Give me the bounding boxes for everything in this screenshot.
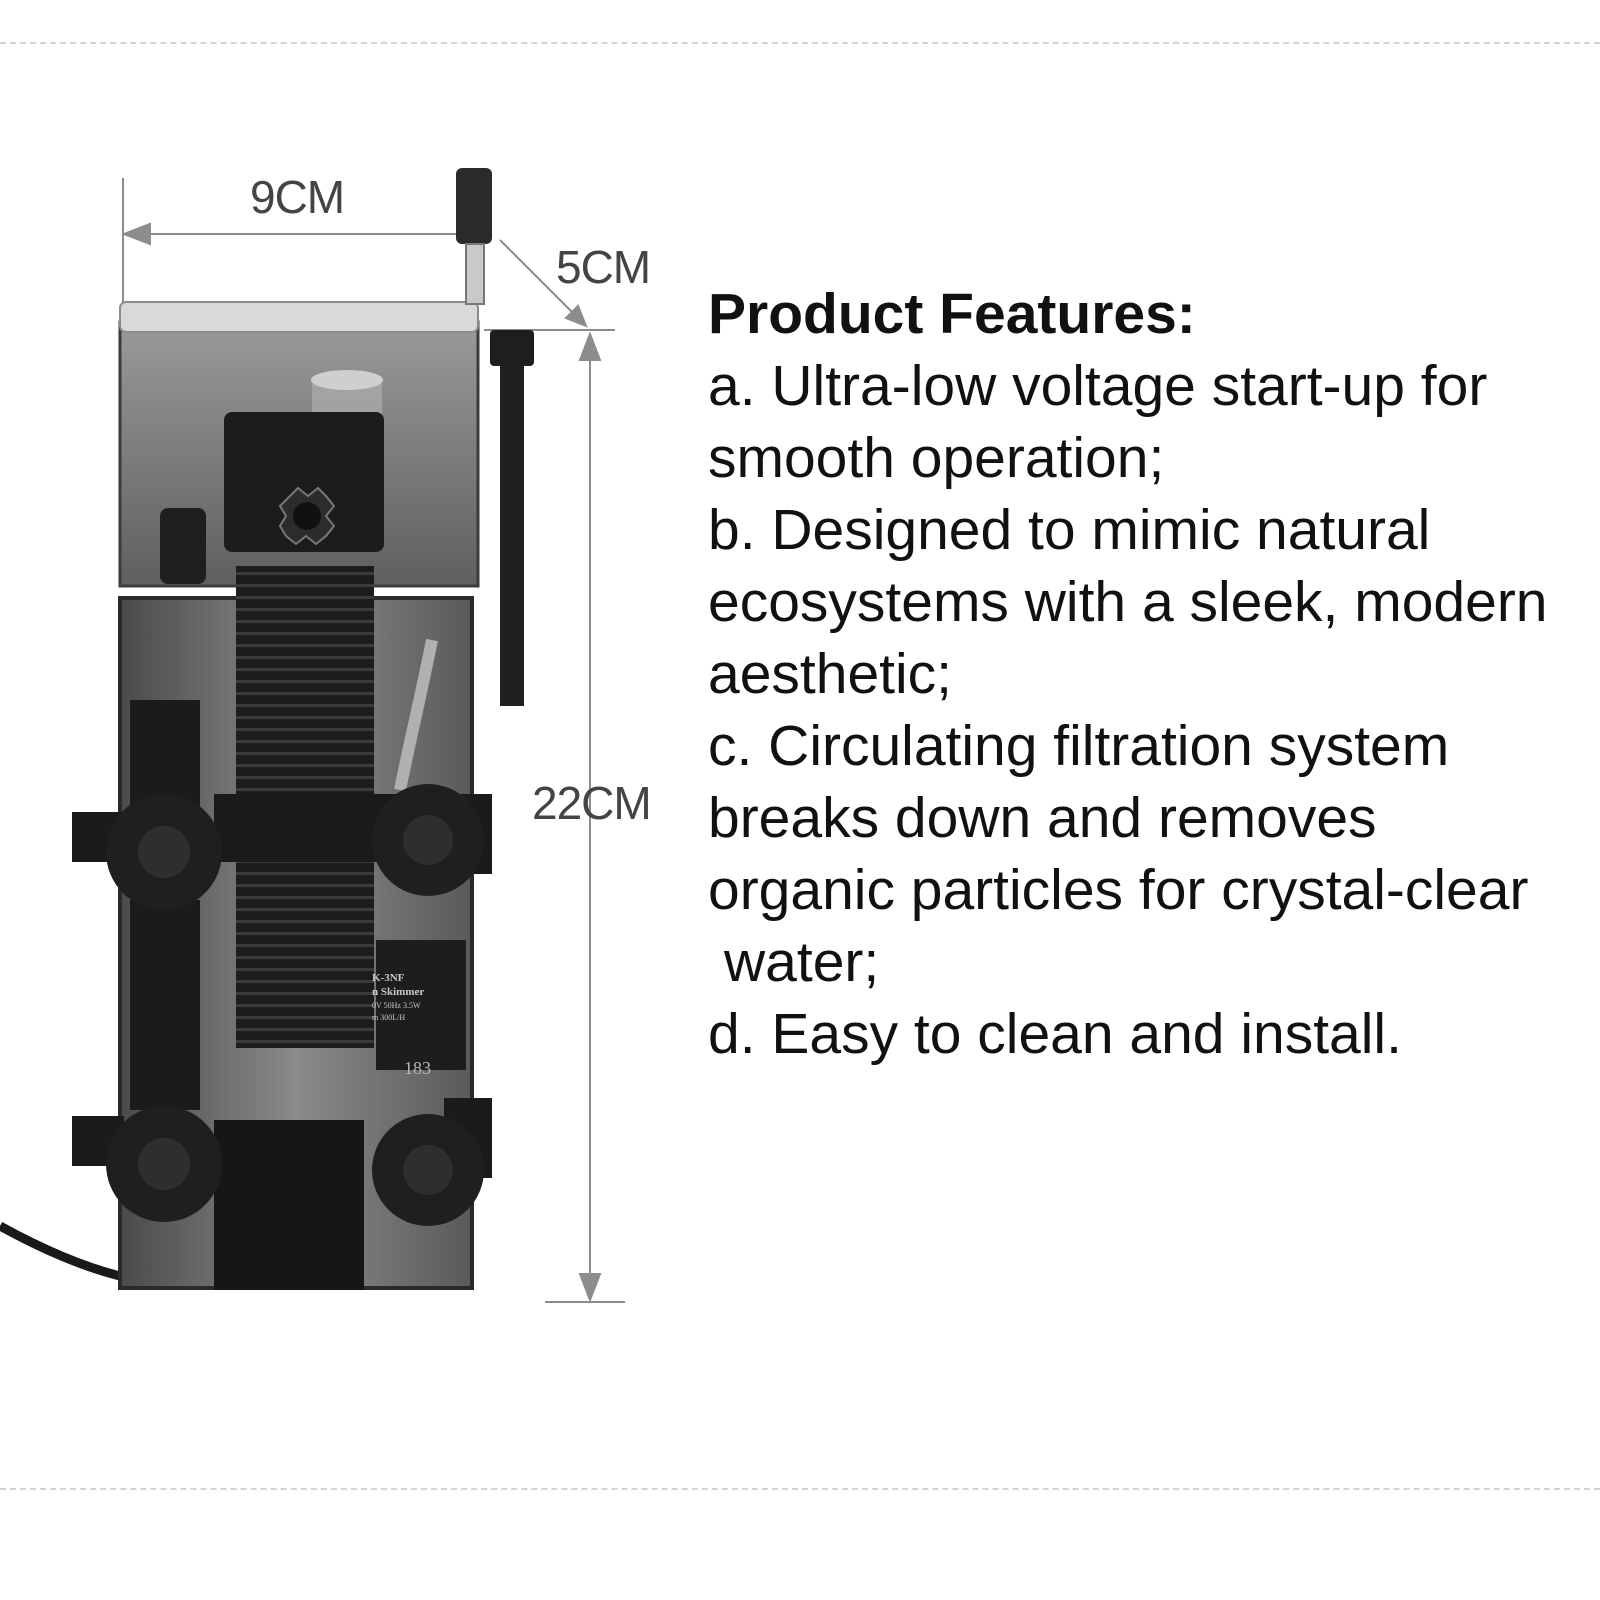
feature-line: aesthetic; <box>708 642 952 706</box>
power-cord <box>0 1222 122 1281</box>
product-features: Product Features: a. Ultra-low voltage s… <box>708 278 1588 1070</box>
features-title: Product Features: <box>708 282 1196 346</box>
feature-line: water; <box>724 930 880 994</box>
feature-line: d. Easy to clean and install. <box>708 1002 1402 1066</box>
bottom-dashed-divider <box>0 1488 1600 1490</box>
top-dashed-divider <box>0 42 1600 44</box>
device-name-label: n Skimmer <box>372 986 425 998</box>
air-valve <box>456 168 534 706</box>
depth-dimension-label: 5CM <box>556 241 651 293</box>
height-dimension-label: 22CM <box>532 777 652 829</box>
hanger-column <box>214 412 396 1290</box>
device-spec-label: m 300L/H <box>372 1013 406 1022</box>
device-spec-label: 0V 50Hz 3.5W <box>372 1001 421 1010</box>
feature-line: breaks down and removes <box>708 786 1377 850</box>
suction-cups <box>72 784 492 1226</box>
protein-skimmer-photo <box>0 168 625 1303</box>
width-dimension-label: 9CM <box>250 171 345 223</box>
feature-line: c. Circulating filtration system <box>708 714 1450 778</box>
device-serial-label: 183 <box>404 1058 431 1078</box>
feature-line: smooth operation; <box>708 426 1165 490</box>
feature-line: organic particles for crystal-clear <box>708 858 1529 922</box>
feature-line: ecosystems with a sleek, modern <box>708 570 1548 634</box>
device-model-label: K-3NF <box>372 972 405 984</box>
feature-line: b. Designed to mimic natural <box>708 498 1431 562</box>
dimension-lines <box>121 178 625 1303</box>
feature-line: a. Ultra-low voltage start-up for <box>708 354 1488 418</box>
